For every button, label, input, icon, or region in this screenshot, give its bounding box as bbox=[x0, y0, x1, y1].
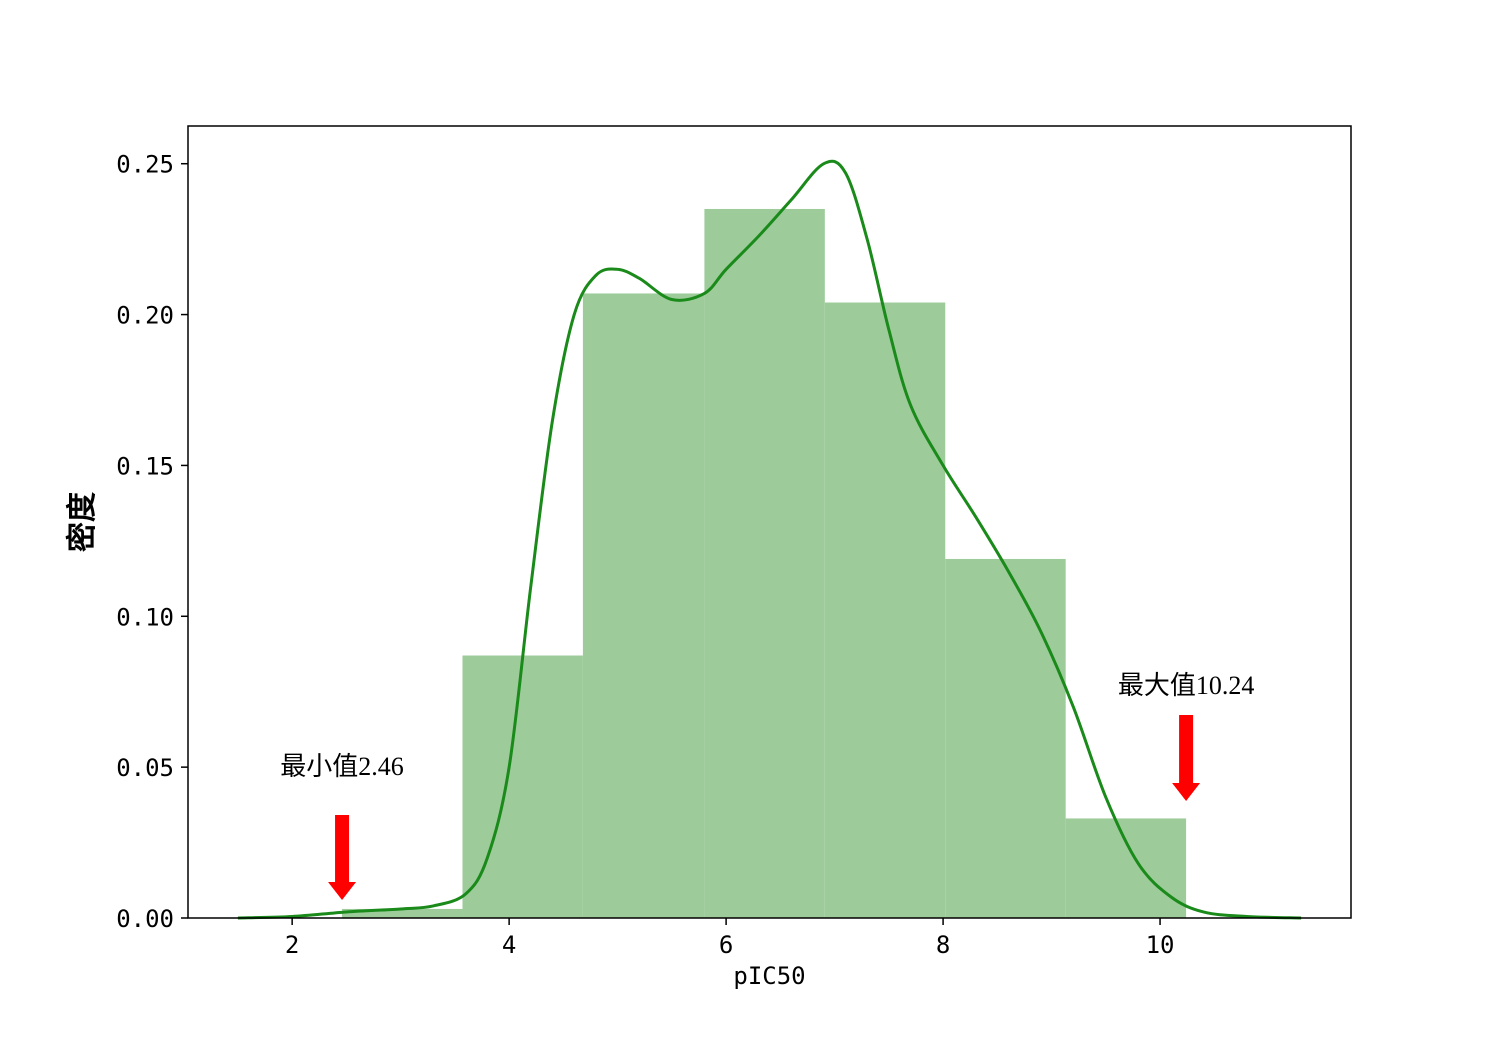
histogram-bar bbox=[1065, 818, 1187, 918]
y-tick-label: 0.15 bbox=[116, 452, 174, 480]
plot-area-frame bbox=[187, 125, 1352, 919]
annotation-label: 最大值10.24 bbox=[1118, 671, 1255, 700]
x-tick-label: 4 bbox=[502, 931, 516, 959]
histogram-bar bbox=[462, 655, 583, 918]
kde-density-line bbox=[237, 159, 1302, 920]
x-axis-ticks: 2 4 6 8 10 bbox=[285, 918, 1175, 959]
x-axis-label: pIC50 bbox=[733, 962, 805, 990]
y-axis-ticks: 0.00 0.05 0.10 0.15 0.20 0.25 bbox=[116, 151, 188, 933]
histogram-bars bbox=[342, 208, 1187, 918]
y-axis-label: 密度 bbox=[65, 492, 100, 552]
x-tick-label: 6 bbox=[719, 931, 733, 959]
x-tick-label: 2 bbox=[285, 931, 299, 959]
histogram-bar bbox=[824, 302, 946, 918]
annotation-label: 最小值2.46 bbox=[280, 752, 404, 781]
x-tick-label: 10 bbox=[1146, 931, 1175, 959]
x-tick-label: 8 bbox=[936, 931, 950, 959]
y-tick-label: 0.05 bbox=[116, 754, 174, 782]
y-tick-label: 0.10 bbox=[116, 603, 174, 631]
y-tick-label: 0.20 bbox=[116, 302, 174, 330]
annotations: 最小值2.46 最大值10.24 bbox=[280, 671, 1254, 900]
histogram-bar bbox=[704, 208, 825, 918]
histogram-bar bbox=[342, 908, 463, 918]
down-arrow-icon bbox=[1172, 715, 1201, 801]
histogram-bar bbox=[582, 293, 705, 918]
histogram-bar bbox=[945, 558, 1066, 918]
y-tick-label: 0.25 bbox=[116, 151, 174, 179]
down-arrow-icon bbox=[328, 815, 357, 900]
y-tick-label: 0.00 bbox=[116, 905, 174, 933]
